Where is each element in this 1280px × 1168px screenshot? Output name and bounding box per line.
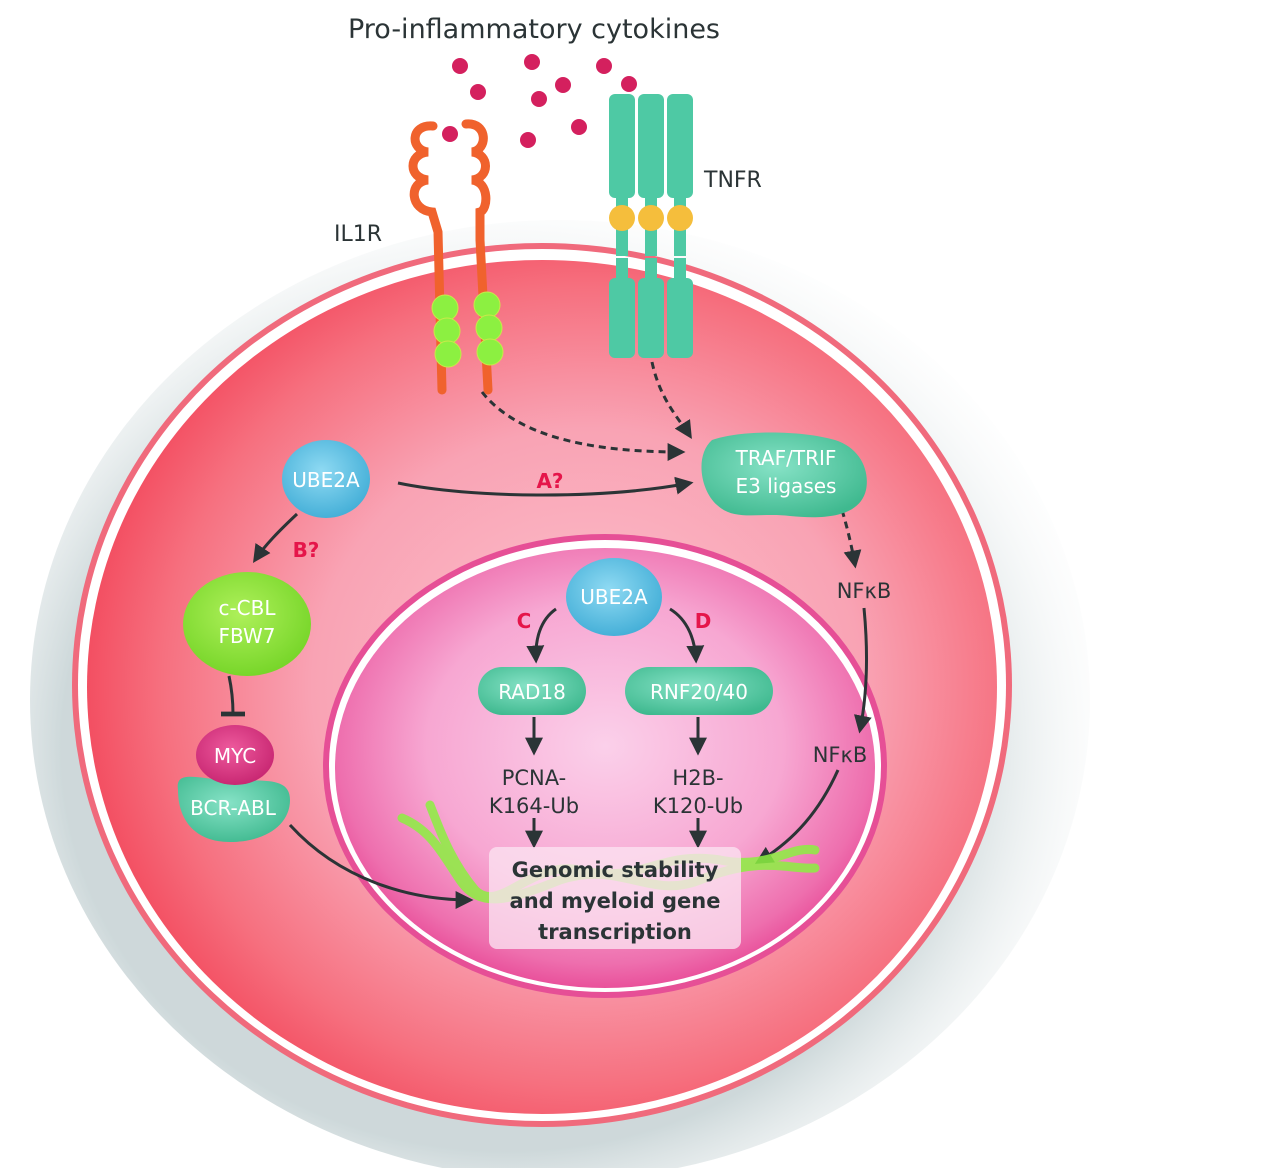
ube2a-cytoplasm-label: UBE2A <box>292 468 360 492</box>
ube2a-nucleus-label: UBE2A <box>580 585 648 609</box>
cytokines <box>442 54 637 148</box>
bcr-abl-label: BCR-ABL <box>190 796 277 820</box>
il1r-domain <box>473 291 501 319</box>
cbl-fbw7-blob <box>183 572 311 676</box>
rad18-node[interactable]: RAD18 <box>478 667 586 715</box>
il1r-chain-right <box>461 119 493 395</box>
outcome-line-1: Genomic stability <box>512 858 719 882</box>
tnfr-yellow-domain <box>638 205 664 231</box>
arrow-c-ube2a-to-rad18 <box>526 607 557 664</box>
tnfr-label: TNFR <box>703 168 762 193</box>
cytokine-dot <box>555 77 571 93</box>
cytokine-dot <box>571 119 587 135</box>
traf-trif-blob <box>701 432 867 518</box>
tnfr-inner-stalk <box>616 258 628 282</box>
h2b-label-1: H2B- <box>672 766 723 790</box>
cytokine-dot <box>531 91 547 107</box>
pcna-label-1: PCNA- <box>502 766 567 790</box>
il1r-label: IL1R <box>334 222 382 247</box>
pathway-label-d: D <box>695 609 712 633</box>
il1r-receptor <box>408 119 504 395</box>
outcome-box <box>489 847 741 949</box>
pathway-label-b: B? <box>293 538 320 562</box>
myc-node[interactable]: MYC <box>196 725 274 785</box>
cbl-label-1: c-CBL <box>218 596 276 620</box>
tnfr-intracellular-segment <box>638 278 664 358</box>
tnfr-extracellular-segment <box>609 94 635 198</box>
inhibit-cbl-to-myc <box>220 675 246 717</box>
cytokine-dot <box>524 54 540 70</box>
ube2a-nucleus-node[interactable]: UBE2A <box>566 558 662 636</box>
pathway-label-c: C <box>517 609 532 633</box>
cbl-fbw7-node[interactable]: c-CBL FBW7 <box>183 572 311 676</box>
il1r-domain <box>433 317 461 345</box>
nfkb-nucleus-label: NFκB <box>813 743 868 767</box>
pathway-label-a: A? <box>536 469 563 493</box>
cytokine-dot <box>452 58 468 74</box>
tnfr-yellow-domain <box>667 205 693 231</box>
tnfr-extracellular-segment <box>667 94 693 198</box>
cytokine-dot <box>442 126 458 142</box>
il1r-domain <box>476 338 504 366</box>
myc-label: MYC <box>214 744 256 768</box>
dashed-arrow-traf-to-nfkb <box>840 509 862 569</box>
arrow-d-ube2a-to-rnf <box>669 607 705 664</box>
il1r-chain-left <box>408 121 447 395</box>
bcr-abl-node[interactable]: BCR-ABL <box>177 776 290 842</box>
rad18-label: RAD18 <box>498 680 566 704</box>
il1r-domain <box>475 314 503 342</box>
ube2a-cytoplasm-blob <box>282 440 370 518</box>
myc-blob <box>196 725 274 785</box>
pcna-label-2: K164-Ub <box>489 794 579 818</box>
tnfr-yellow-domain <box>609 205 635 231</box>
cytokine-dot <box>520 132 536 148</box>
arrow-b-ube2a-to-cbl <box>253 512 299 563</box>
tnfr-intracellular-segment <box>609 278 635 358</box>
traf-trif-node[interactable]: TRAF/TRIF E3 ligases <box>701 432 867 518</box>
arrow-bcr-abl-to-outcome <box>288 823 474 909</box>
dashed-arrow-tnfr-to-traf <box>650 361 692 440</box>
ube2a-nucleus-blob <box>566 558 662 636</box>
arrow-a-ube2a-to-traf <box>397 476 694 497</box>
ube2a-cytoplasm-node[interactable]: UBE2A <box>282 440 370 518</box>
h2b-label-2: K120-Ub <box>653 794 743 818</box>
cytokine-dot <box>621 76 637 92</box>
il1r-domain <box>431 294 459 322</box>
rad18-pill <box>478 667 586 715</box>
tnfr-inner-stalk <box>674 258 686 282</box>
traf-trif-label-2: E3 ligases <box>736 474 837 498</box>
tnfr-inner-stalk <box>645 258 657 282</box>
cytokine-dot <box>470 84 486 100</box>
outcome-line-3: transcription <box>538 920 692 944</box>
tnfr-receptor <box>609 94 693 358</box>
traf-trif-label-1: TRAF/TRIF <box>735 446 837 470</box>
tnfr-extracellular-segment <box>638 94 664 198</box>
tnfr-intracellular-segment <box>667 278 693 358</box>
nfkb-cytoplasm-label: NFκB <box>837 579 892 603</box>
title-cytokines: Pro-inflammatory cytokines <box>348 14 720 45</box>
dashed-arrow-il1r-to-traf <box>480 391 686 461</box>
outcome-line-2: and myeloid gene <box>510 889 721 913</box>
cbl-label-2: FBW7 <box>218 624 275 648</box>
rnf20-40-node[interactable]: RNF20/40 <box>625 667 773 715</box>
rnf20-40-pill <box>625 667 773 715</box>
rnf20-40-label: RNF20/40 <box>650 680 748 704</box>
bcr-abl-blob <box>177 776 290 842</box>
cytokine-dot <box>596 58 612 74</box>
arrow-nfkb-cyto-to-nuc <box>853 607 872 734</box>
il1r-domain <box>434 340 462 368</box>
